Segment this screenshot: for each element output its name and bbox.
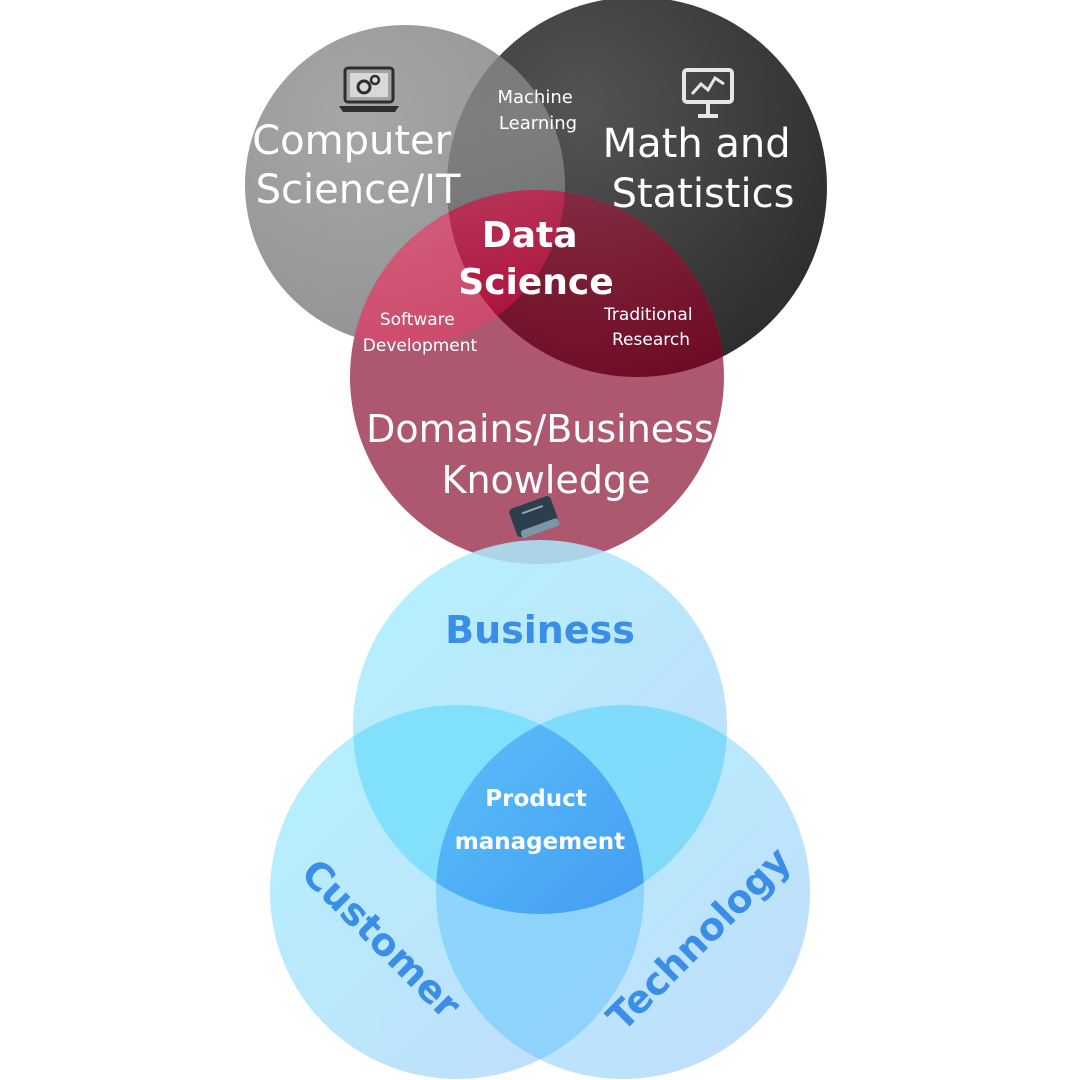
book-icon <box>509 496 560 538</box>
label-domains-business: Domains/Business Knowledge <box>366 407 726 502</box>
label-business: Business <box>445 608 635 652</box>
label-traditional-research: Traditional Research <box>603 305 698 350</box>
label-data-science: Data Science <box>458 215 613 303</box>
label-computer-science-it: Computer Science/IT <box>252 118 464 213</box>
laptop-gear-icon <box>339 66 399 112</box>
presentation-chart-icon <box>682 68 734 118</box>
label-machine-learning: Machine Learning <box>497 87 578 134</box>
label-software-development: Software Development <box>363 310 478 356</box>
data-science-venn: Computer Science/IT Math and Statistics … <box>245 0 827 564</box>
overlap-product-management <box>436 705 644 914</box>
label-math-statistics: Math and Statistics <box>603 121 804 217</box>
label-product-management: Product management <box>455 786 625 855</box>
product-venn: Business Customer Technology Product man… <box>270 540 810 1079</box>
